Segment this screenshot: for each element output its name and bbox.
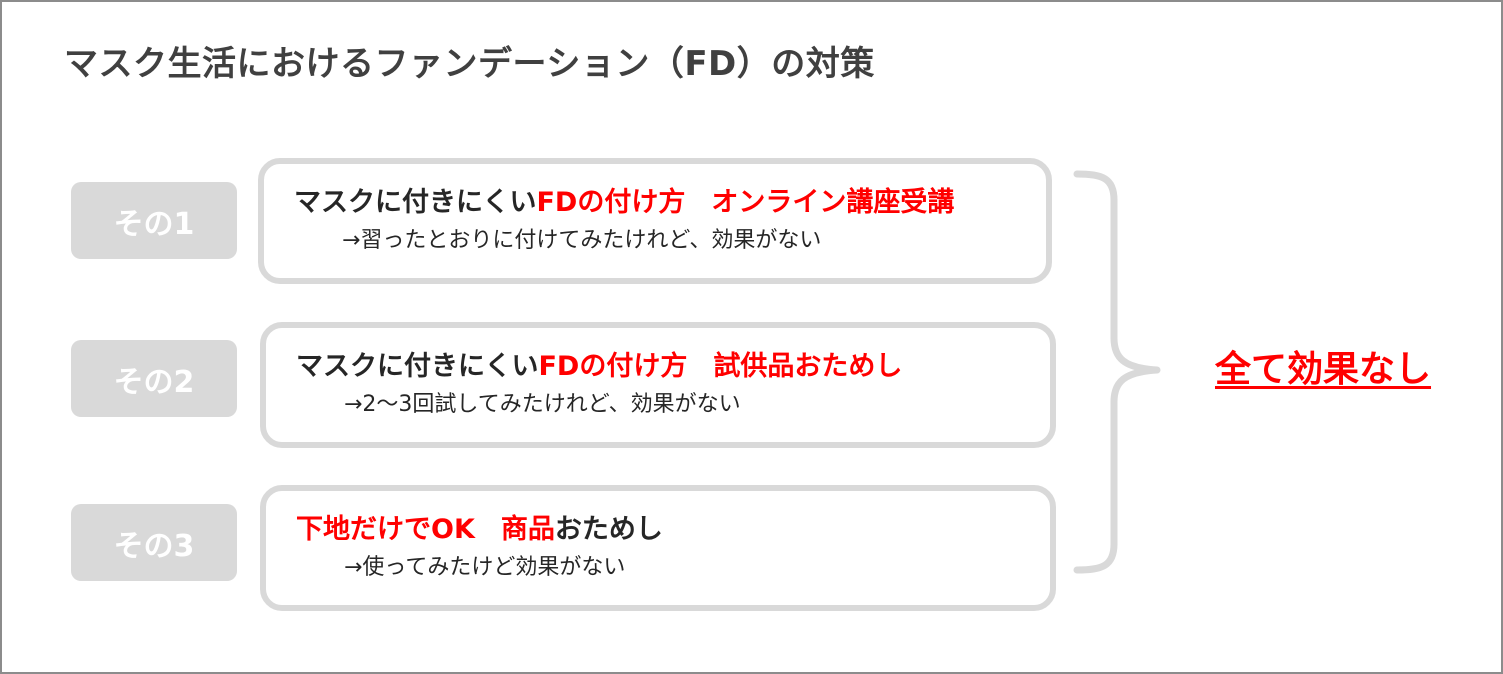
page-title: マスク生活におけるファンデーション（FD）の対策 (64, 44, 875, 84)
step-3-box: 下地だけでOK 商品おためし →使ってみたけど効果がない (260, 485, 1056, 611)
badge-step-1: その1 (71, 182, 237, 259)
step-3-heading: 下地だけでOK 商品おためし (296, 507, 663, 546)
step-3-heading-red-a: 下地だけでOK (296, 514, 475, 545)
badge-step-2: その2 (71, 340, 237, 417)
step-2-heading: マスクに付きにくいFDの付け方試供品おためし (296, 344, 902, 383)
step-1-heading-black: マスクに付きにくい (294, 187, 537, 218)
step-2-heading-red-a: FDの付け方 (538, 351, 688, 382)
step-1-heading: マスクに付きにくいFDの付け方オンライン講座受講 (294, 180, 954, 219)
step-3-result: →使ってみたけど効果がない (344, 555, 626, 580)
step-1-result: →習ったとおりに付けてみたけれど、効果がない (342, 228, 822, 253)
step-2-heading-red-b: 試供品おためし (713, 351, 903, 382)
step-2-heading-black: マスクに付きにくい (296, 351, 539, 382)
step-1-heading-red-a: FDの付け方 (536, 187, 686, 218)
step-3-heading-red-b: 商品 (500, 514, 555, 545)
badge-step-3: その3 (71, 504, 237, 581)
step-1-box: マスクに付きにくいFDの付け方オンライン講座受講 →習ったとおりに付けてみたけれ… (258, 158, 1052, 284)
conclusion-text: 全て効果なし (1215, 349, 1432, 390)
right-brace-icon (1073, 170, 1161, 574)
step-2-box: マスクに付きにくいFDの付け方試供品おためし →2～3回試してみたけれど、効果が… (260, 322, 1056, 448)
step-3-heading-black: おためし (554, 514, 663, 545)
step-2-result: →2～3回試してみたけれど、効果がない (344, 392, 741, 417)
step-1-heading-red-b: オンライン講座受講 (711, 187, 955, 218)
